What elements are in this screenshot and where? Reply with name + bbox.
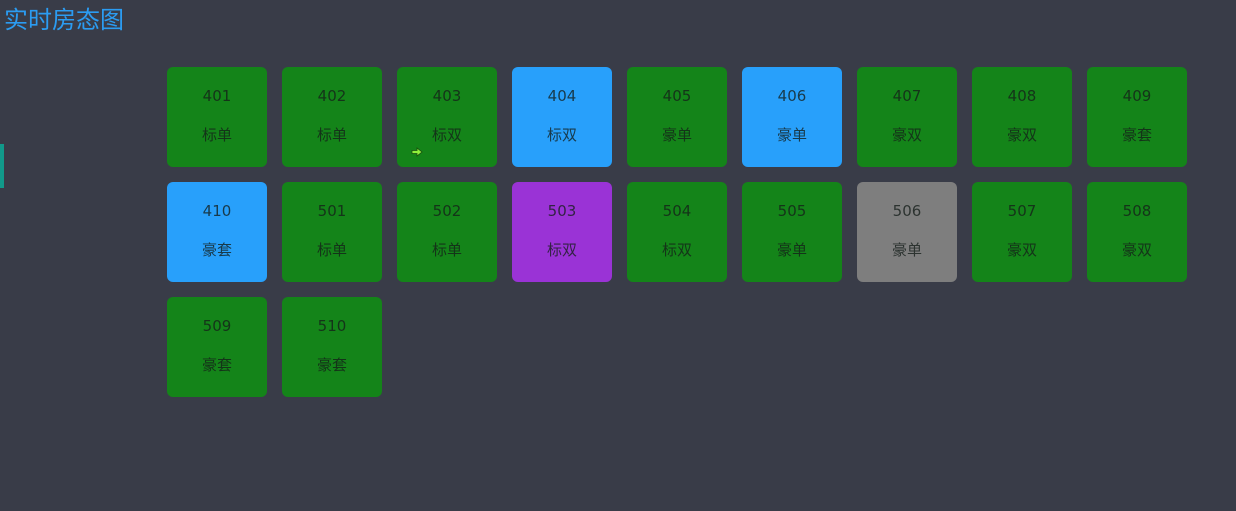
room-number: 504: [662, 202, 692, 220]
room-type: 豪套: [201, 241, 232, 259]
room-type: 标单: [316, 126, 347, 144]
room-card[interactable]: 406 豪单: [742, 67, 842, 167]
room-type: 标双: [546, 241, 577, 259]
room-number: 409: [1122, 87, 1152, 105]
room-type: 豪单: [661, 126, 692, 144]
room-type: 豪双: [1006, 241, 1037, 259]
room-card[interactable]: 502 标单: [397, 182, 497, 282]
room-grid: 401 标单 402 标单 403 标双 404 标双 405 豪单 406 豪单 407 豪双 408 豪双…: [167, 67, 1197, 397]
room-card[interactable]: 401 标单: [167, 67, 267, 167]
room-card[interactable]: 507 豪双: [972, 182, 1072, 282]
room-number: 408: [1007, 87, 1037, 105]
room-number: 505: [777, 202, 807, 220]
room-number: 503: [547, 202, 577, 220]
room-card[interactable]: 402 标单: [282, 67, 382, 167]
room-number: 403: [432, 87, 462, 105]
room-card[interactable]: 409 豪套: [1087, 67, 1187, 167]
room-number: 407: [892, 87, 922, 105]
page-title: 实时房态图: [4, 6, 124, 34]
room-number: 401: [202, 87, 232, 105]
room-card[interactable]: 503 标双: [512, 182, 612, 282]
side-indicator: [0, 144, 4, 188]
room-number: 508: [1122, 202, 1152, 220]
room-number: 509: [202, 317, 232, 335]
room-type: 豪套: [201, 356, 232, 374]
room-card[interactable]: 510 豪套: [282, 297, 382, 397]
room-type: 标双: [661, 241, 692, 259]
room-number: 410: [202, 202, 232, 220]
room-card[interactable]: 506 豪单: [857, 182, 957, 282]
room-number: 506: [892, 202, 922, 220]
room-type: 标单: [201, 126, 232, 144]
room-number: 501: [317, 202, 347, 220]
room-type: 标双: [546, 126, 577, 144]
room-card[interactable]: 509 豪套: [167, 297, 267, 397]
room-card[interactable]: 408 豪双: [972, 67, 1072, 167]
room-card[interactable]: 405 豪单: [627, 67, 727, 167]
room-type: 豪双: [1121, 241, 1152, 259]
room-card[interactable]: 504 标双: [627, 182, 727, 282]
room-type: 标双: [431, 126, 462, 144]
room-number: 405: [662, 87, 692, 105]
room-card[interactable]: 407 豪双: [857, 67, 957, 167]
room-number: 404: [547, 87, 577, 105]
room-type: 豪单: [776, 126, 807, 144]
room-type: 豪套: [1121, 126, 1152, 144]
room-type: 豪套: [316, 356, 347, 374]
room-type: 豪双: [891, 126, 922, 144]
room-type: 标单: [431, 241, 462, 259]
room-type: 标单: [316, 241, 347, 259]
room-number: 402: [317, 87, 347, 105]
room-number: 502: [432, 202, 462, 220]
room-card[interactable]: 501 标单: [282, 182, 382, 282]
room-number: 406: [777, 87, 807, 105]
arrow-right-icon: [411, 147, 423, 157]
room-type: 豪单: [891, 241, 922, 259]
room-card[interactable]: 410 豪套: [167, 182, 267, 282]
room-number: 510: [317, 317, 347, 335]
room-type: 豪双: [1006, 126, 1037, 144]
room-type: 豪单: [776, 241, 807, 259]
room-card[interactable]: 404 标双: [512, 67, 612, 167]
room-card[interactable]: 508 豪双: [1087, 182, 1187, 282]
room-card[interactable]: 403 标双: [397, 67, 497, 167]
room-card[interactable]: 505 豪单: [742, 182, 842, 282]
room-number: 507: [1007, 202, 1037, 220]
